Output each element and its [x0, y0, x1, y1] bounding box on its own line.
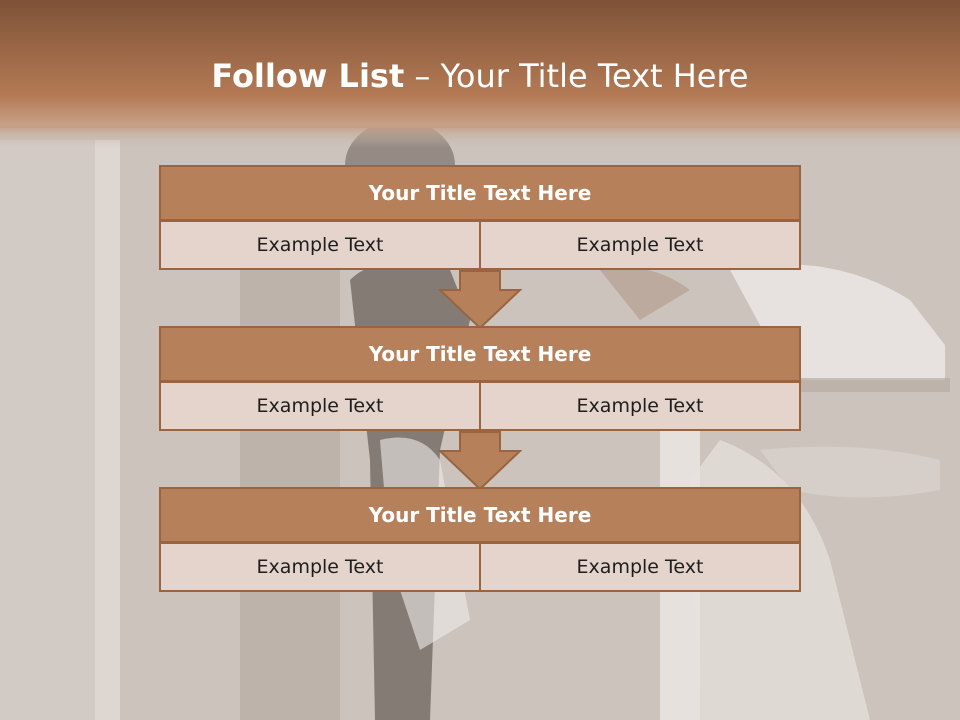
- slide-title: Follow List – Your Title Text Here: [0, 54, 960, 98]
- step-3-left-cell: Example Text: [159, 542, 481, 592]
- step-row-2: Example Text Example Text: [159, 381, 801, 431]
- step-row-1: Example Text Example Text: [159, 220, 801, 270]
- down-arrow-icon: [438, 270, 522, 330]
- step-2-left-cell: Example Text: [159, 381, 481, 431]
- step-2-right-cell: Example Text: [479, 381, 801, 431]
- slide-title-rest: – Your Title Text Here: [404, 57, 749, 95]
- step-title-1: Your Title Text Here: [159, 165, 801, 221]
- step-1-right-cell: Example Text: [479, 220, 801, 270]
- step-box-2: Your Title Text Here Example Text Exampl…: [159, 326, 801, 431]
- step-title-2: Your Title Text Here: [159, 326, 801, 382]
- step-box-1: Your Title Text Here Example Text Exampl…: [159, 165, 801, 270]
- step-box-3: Your Title Text Here Example Text Exampl…: [159, 487, 801, 592]
- slide-title-bold: Follow List: [211, 57, 405, 95]
- step-title-3: Your Title Text Here: [159, 487, 801, 543]
- step-3-right-cell: Example Text: [479, 542, 801, 592]
- down-arrow-icon: [438, 431, 522, 491]
- step-row-3: Example Text Example Text: [159, 542, 801, 592]
- step-1-left-cell: Example Text: [159, 220, 481, 270]
